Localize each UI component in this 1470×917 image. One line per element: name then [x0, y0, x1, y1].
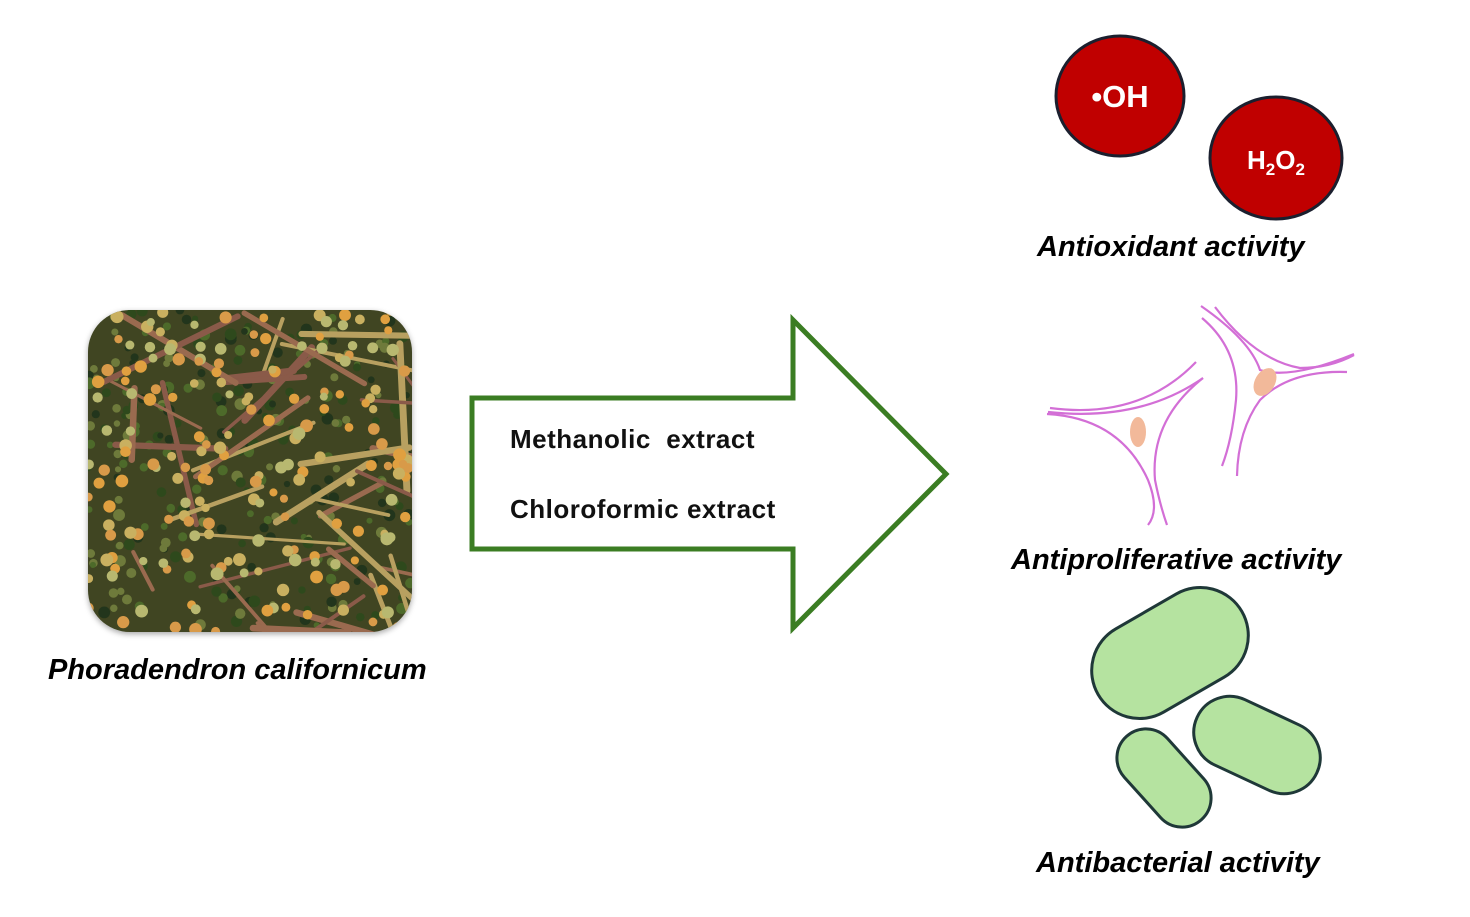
bacterium-icon — [1115, 727, 1213, 829]
svg-text:H2O2: H2O2 — [1247, 145, 1305, 179]
antioxidant-activity-label: Antioxidant activity — [1036, 231, 1306, 263]
cell-icon — [1200, 305, 1355, 477]
plant-name: Phoradendron californicum — [48, 654, 427, 686]
methanolic-extract-label: Methanolic extract — [510, 424, 755, 454]
antiproliferative-activity-label: Antiproliferative activity — [1010, 544, 1343, 576]
bacterium-icon — [1192, 694, 1322, 796]
chloroformic-extract-label: Chloroformic extract — [510, 494, 776, 524]
plant-photo — [88, 310, 412, 632]
extraction-arrow — [469, 313, 950, 635]
hydrogen-peroxide-icon: H2O2 — [1208, 95, 1344, 221]
cell-icon — [1046, 361, 1204, 526]
bacterium-icon — [1090, 586, 1250, 720]
antibacterial-activity-label: Antibacterial activity — [1035, 847, 1322, 879]
svg-text:•OH: •OH — [1091, 79, 1148, 114]
hydroxyl-radical-icon: •OH — [1054, 34, 1186, 158]
